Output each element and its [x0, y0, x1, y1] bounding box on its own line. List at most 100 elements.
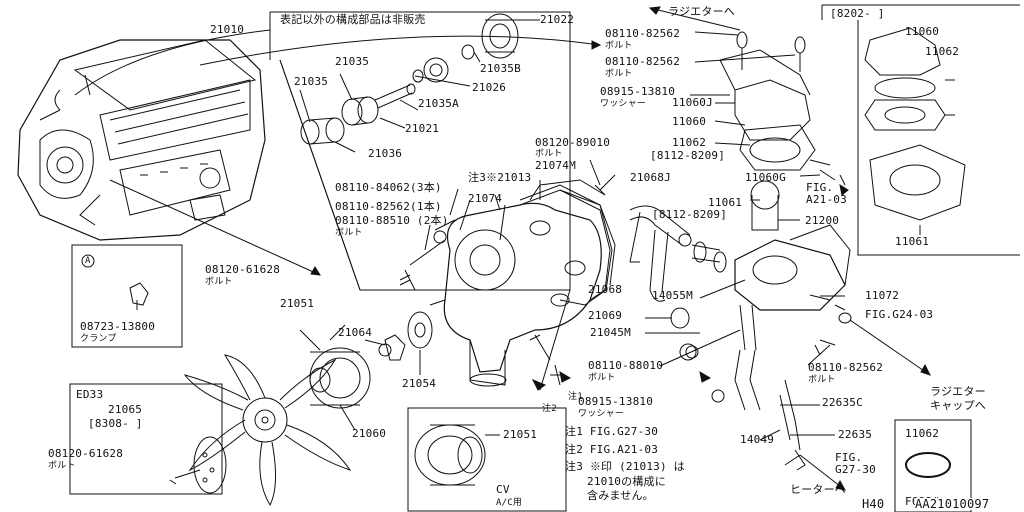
gasket-ring — [905, 452, 951, 478]
label-radiator-to: ラジエターへ — [668, 5, 735, 18]
clamp-box — [71, 244, 183, 348]
label-21069: 21069 — [588, 309, 623, 322]
label-21026: 21026 — [472, 81, 507, 94]
label-fig-g27-30b: G27-30 — [835, 463, 876, 476]
hoses — [629, 205, 727, 361]
label-08110-88510: 08110-88510 (2本) — [335, 214, 449, 227]
label-washer-1: ワッシャー — [600, 99, 647, 109]
label-22635C: 22635C — [822, 396, 863, 409]
inset-11061: 11061 — [895, 235, 930, 248]
note-3-line2: 21010の構成に — [587, 475, 666, 488]
note-not-sold: 表記以外の構成部品は非販売 — [280, 13, 426, 26]
inset-11060: 11060 — [905, 25, 940, 38]
arrow-radiator-top — [649, 7, 741, 31]
clamp-illustration — [129, 282, 149, 310]
label-21021: 21021 — [405, 122, 440, 135]
label-fig-g24-03: FIG.G24-03 — [865, 308, 934, 321]
label-bolt-1: ボルト — [335, 228, 363, 238]
label-08110-88010: 08110-88010 — [588, 359, 664, 372]
inset-housings — [864, 27, 966, 235]
doc-id: AA21010097 — [915, 497, 990, 511]
label-bolt-2: ボルト — [535, 149, 563, 159]
label-21200: 21200 — [805, 214, 840, 227]
label-radiator-cap-2: キャップへ — [930, 399, 986, 412]
label-radiator-cap-1: ラジエター — [930, 385, 986, 398]
label-21035-mid: 21035 — [294, 75, 329, 88]
label-21010: 21010 — [210, 23, 245, 36]
label-cv: CV — [496, 483, 510, 496]
label-washer-2: ワッシャー — [578, 409, 625, 419]
label-21036: 21036 — [368, 147, 403, 160]
inset-11062: 11062 — [925, 45, 960, 58]
pulley-box — [407, 407, 567, 512]
label-08110-82562-c: 08110-82562 — [808, 361, 884, 374]
label-08110-82562-b: 08110-82562 — [605, 55, 681, 68]
label-21060: 21060 — [352, 427, 387, 440]
label-note2-mark: 注2 — [542, 404, 557, 414]
label-circle-A: A — [85, 256, 91, 266]
gasket-box — [894, 419, 972, 512]
label-21054: 21054 — [402, 377, 437, 390]
label-08120-61628-a: 08120-61628 — [205, 263, 281, 276]
label-bolt-7: ボルト — [588, 373, 616, 383]
label-fig-g27-30a: FIG. — [835, 451, 863, 464]
label-range-8112-8209-b: [8112-8209] — [652, 208, 728, 221]
label-21064: 21064 — [338, 326, 373, 339]
arrow-radiator-cap — [849, 319, 931, 376]
label-08915-13810-b: 08915-13810 — [578, 395, 654, 408]
label-21045M: 21045M — [590, 326, 631, 339]
leader-to-fan — [109, 179, 321, 276]
label-14055M: 14055M — [652, 289, 693, 302]
label-08110-82562-1: 08110-82562(1本) — [335, 200, 442, 213]
arrow-heater — [799, 454, 846, 491]
label-08110-84062: 08110-84062(3本) — [335, 181, 442, 194]
note-2: 注2 FIG.A21-03 — [565, 443, 659, 456]
ed33-box — [69, 383, 223, 495]
label-21074M: 21074M — [535, 159, 576, 172]
water-pump-body — [429, 179, 616, 387]
label-bolt-5: ボルト — [605, 41, 633, 51]
label-21068J: 21068J — [630, 171, 671, 184]
label-21068: 21068 — [588, 283, 623, 296]
label-fig-a21-03: FIG. — [806, 181, 834, 194]
label-fig-a21-03b: A21-03 — [806, 193, 847, 206]
label-08723-13800: 08723-13800 — [80, 320, 156, 333]
page-id: H40 — [862, 497, 885, 511]
label-21051-cv: 21051 — [503, 428, 538, 441]
note-3-line1: 注3 ※印 (21013) は — [565, 460, 685, 473]
label-range-8112-8209-a: [8112-8209] — [650, 149, 726, 162]
label-08120-61628-b: 08120-61628 — [48, 447, 124, 460]
inset-bracket — [821, 4, 1020, 256]
circled-markers — [81, 230, 725, 424]
engine-illustration — [17, 39, 266, 241]
inset-range: [8202- ] — [830, 7, 885, 20]
label-21074: 21074 — [468, 192, 503, 205]
label-11061: 11061 — [708, 196, 743, 209]
label-ED33: ED33 — [76, 388, 104, 401]
label-11072: 11072 — [865, 289, 900, 302]
label-bolt-3: ボルト — [205, 277, 233, 287]
leader-21010 — [74, 29, 271, 96]
label-11060: 11060 — [672, 115, 707, 128]
leader-to-pump — [199, 35, 601, 66]
label-heater-to: ヒーターへ — [790, 483, 846, 496]
note-1: 注1 FIG.G27-30 — [565, 425, 659, 438]
label-11062: 11062 — [672, 136, 707, 149]
label-22635: 22635 — [838, 428, 873, 441]
label-11060J: 11060J — [672, 96, 713, 109]
label-21022: 21022 — [540, 13, 575, 26]
note-3-line3: 含みません。 — [587, 489, 654, 502]
label-08915-13810-a: 08915-13810 — [600, 85, 676, 98]
label-note1-mark: 注1 — [568, 392, 583, 402]
label-21013: 注3※21013 — [468, 171, 532, 184]
label-clamp: クランプ — [80, 334, 117, 344]
fan-assembly — [169, 311, 433, 507]
thermostat-housing — [719, 31, 852, 471]
label-08110-82562-a: 08110-82562 — [605, 27, 681, 40]
label-14049: 14049 — [740, 433, 775, 446]
label-bolt-4: ボルト — [48, 461, 76, 471]
label-08120-89010: 08120-89010 — [535, 136, 611, 149]
box-11062: 11062 — [905, 427, 940, 440]
label-21065: 21065 — [108, 403, 143, 416]
